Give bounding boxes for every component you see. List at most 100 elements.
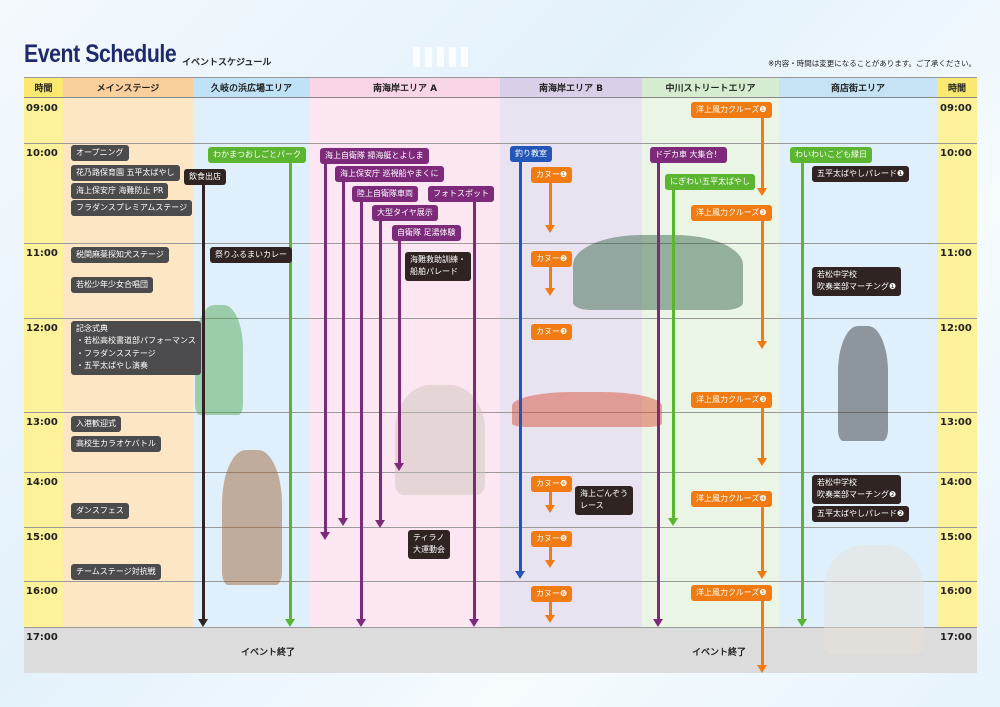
hour-divider [24, 472, 977, 473]
event-tag[interactable]: 税関麻薬探知犬ステージ [71, 247, 169, 264]
event-tag[interactable]: 洋上風力クルーズ❶ [691, 102, 772, 119]
time-label-left: 17:00 [26, 632, 58, 643]
column-header-time: 時間 [24, 78, 63, 98]
page-subtitle: イベントスケジュール [182, 58, 272, 68]
time-label-left: 12:00 [26, 323, 58, 334]
timeline-arrow [545, 484, 555, 513]
column-header-kuki-beach: 久岐の浜広場エリア [193, 78, 310, 98]
timeline-arrow [320, 156, 330, 540]
column-time [24, 78, 63, 627]
timeline-arrow [394, 233, 404, 471]
event-tag[interactable]: ティラノ 大運動会 [408, 530, 450, 559]
time-label-left: 09:00 [26, 103, 58, 114]
event-tag[interactable]: 海上保安庁 巡視船やまくに [335, 166, 444, 183]
event-tag[interactable]: カヌー❹ [531, 476, 573, 493]
timeline-arrow [545, 259, 555, 296]
time-label-right: 16:00 [940, 586, 972, 597]
timeline-arrow [545, 594, 555, 623]
time-label-right: 12:00 [940, 323, 972, 334]
time-label-right: 13:00 [940, 417, 972, 428]
event-tag[interactable]: オープニング [71, 145, 129, 162]
timeline-arrow [338, 174, 348, 526]
event-tag[interactable]: 若松中学校 吹奏楽部マーチング❷ [812, 475, 902, 504]
event-tag[interactable]: フォトスポット [428, 186, 494, 203]
event-tag[interactable]: 陸上自衛隊車両 [352, 186, 418, 203]
event-tag[interactable]: ドデカ車 大集合！ [650, 147, 727, 164]
event-tag[interactable]: 五平太ばやしパレード❷ [812, 506, 910, 523]
timeline-arrow [668, 182, 678, 526]
timeline-arrow [757, 593, 767, 673]
timeline-arrow [757, 110, 767, 196]
event-tag[interactable]: 洋上風力クルーズ❷ [691, 205, 772, 222]
time-label-left: 11:00 [26, 248, 58, 259]
time-label-left: 10:00 [26, 148, 58, 159]
event-tag[interactable]: 海上自衛隊 掃海艇とよしま [320, 148, 429, 165]
time-label-right: 11:00 [940, 248, 972, 259]
time-label-left: 16:00 [26, 586, 58, 597]
event-tag[interactable]: 洋上風力クルーズ❸ [691, 392, 772, 409]
event-tag[interactable]: 高校生カラオケバトル [71, 436, 161, 453]
timeline-arrow [469, 194, 479, 627]
event-tag[interactable]: 入港歓迎式 [71, 416, 121, 433]
event-tag[interactable]: カヌー❸ [531, 324, 573, 341]
hour-divider [24, 318, 977, 319]
event-tag[interactable]: 記念式典 ・若松高校書道部パフォーマンス ・フラダンスステージ ・五平太ばやし演… [71, 321, 201, 375]
decorative-squares [413, 47, 473, 67]
event-tag[interactable]: 海上保安庁 海難防止 PR [71, 183, 169, 200]
event-tag[interactable]: 祭りふるまいカレー [210, 247, 292, 264]
event-tag[interactable]: にぎわい五平太ばやし [665, 174, 755, 191]
event-tag[interactable]: 若松少年少女合唱団 [71, 277, 153, 294]
time-label-right: 10:00 [940, 148, 972, 159]
timeline-arrow [757, 400, 767, 466]
timeline-arrow [545, 539, 555, 568]
timeline-arrow [375, 213, 385, 528]
column-header-main-stage: メインステージ [63, 78, 193, 98]
column-nakagawa-street [642, 78, 779, 627]
column-header-south-coast-a: 南海岸エリア A [310, 78, 500, 98]
event-tag[interactable]: 洋上風力クルーズ❺ [691, 585, 772, 602]
timeline-arrow [653, 155, 663, 627]
event-tag[interactable]: 若松中学校 吹奏楽部マーチング❶ [812, 267, 902, 296]
event-tag[interactable]: 五平太ばやしパレード❶ [812, 166, 910, 183]
event-tag[interactable]: カヌー❻ [531, 586, 573, 603]
event-tag[interactable]: ダンスフェス [71, 503, 129, 520]
timeline-arrow [356, 194, 366, 627]
event-tag[interactable]: カヌー❷ [531, 251, 573, 268]
column-time-right [937, 78, 977, 627]
event-tag[interactable]: 釣り教室 [510, 146, 552, 163]
event-tag[interactable]: 飲食出店 [184, 169, 226, 186]
header-top-line [24, 77, 977, 78]
event-tag[interactable]: フラダンスプレミアムステージ [71, 200, 193, 217]
column-header-shopping-street: 商店街エリア [779, 78, 937, 98]
photo-figure [838, 326, 888, 441]
event-tag[interactable]: 海難救助訓練・ 船舶パレード [405, 252, 471, 281]
column-header-south-coast-b: 南海岸エリア B [500, 78, 642, 98]
event-tag[interactable]: カヌー❶ [531, 167, 573, 184]
column-header-nakagawa-street: 中川ストリートエリア [642, 78, 779, 98]
timeline-arrow [797, 155, 807, 627]
photo-figure [824, 545, 924, 655]
event-tag[interactable]: 花乃路保育園 五平太ばやし [71, 165, 180, 182]
event-end-label: イベント終了 [241, 648, 296, 658]
time-label-right: 14:00 [940, 477, 972, 488]
photo-figure [395, 385, 485, 495]
hour-divider [24, 412, 977, 413]
event-end-band [24, 627, 977, 673]
event-tag[interactable]: 自衛隊 足湯体験 [392, 225, 461, 242]
timeline-arrow [757, 213, 767, 349]
timeline-arrow [757, 499, 767, 579]
event-end-label: イベント終了 [692, 648, 747, 658]
time-label-right: 09:00 [940, 103, 972, 114]
event-tag[interactable]: 洋上風力クルーズ❹ [691, 491, 772, 508]
column-header-time-right: 時間 [937, 78, 977, 98]
event-tag[interactable]: 海上ごんぞう レース [575, 486, 633, 515]
event-tag[interactable]: わかまつおしごとパーク [208, 147, 306, 164]
timeline-arrow [515, 154, 525, 579]
hour-divider [24, 627, 977, 628]
time-label-right: 15:00 [940, 532, 972, 543]
event-tag[interactable]: わいわいこども縁日 [790, 147, 872, 164]
event-tag[interactable]: カヌー❺ [531, 531, 573, 548]
event-tag[interactable]: 大型タイヤ展示 [372, 205, 438, 222]
hour-divider [24, 581, 977, 582]
event-tag[interactable]: チームステージ対抗戦 [71, 564, 161, 581]
